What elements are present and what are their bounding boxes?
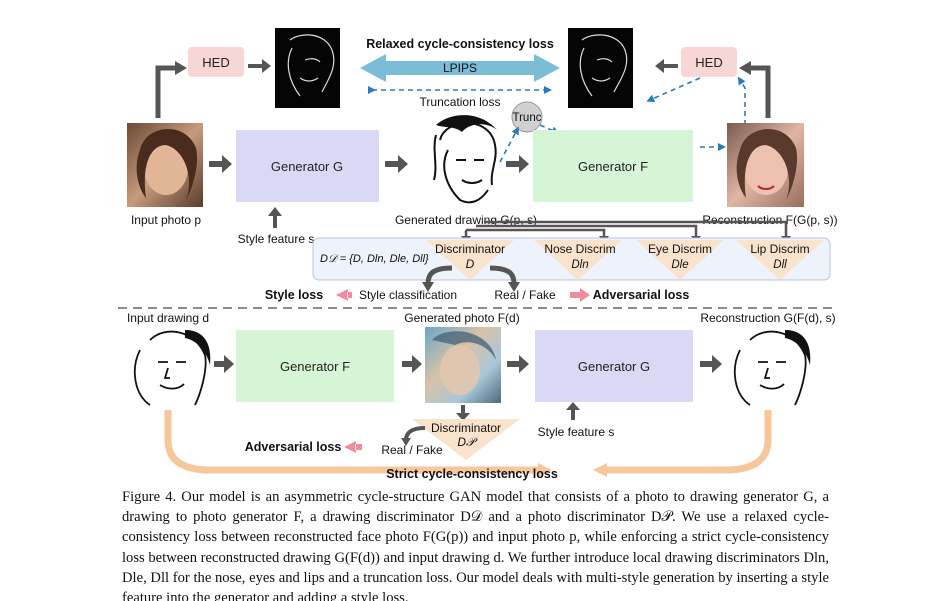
eye-discriminator-symbol: Dle xyxy=(671,259,688,271)
drawing-to-discrim-lines xyxy=(464,220,788,240)
photo-discriminator-shape xyxy=(412,419,520,460)
lip-discriminator-shape xyxy=(736,240,824,280)
lpips-arrow xyxy=(360,54,560,82)
real-fake-top-label: Real / Fake xyxy=(494,288,556,302)
main-discriminator-symbol: D xyxy=(466,257,475,271)
adversarial-loss-bottom-label: Adversarial loss xyxy=(245,440,342,454)
hed-right-label: HED xyxy=(695,55,722,70)
photo-to-hed-arrow xyxy=(155,65,176,118)
style-feature-bottom-label: Style feature s xyxy=(538,425,615,439)
generator-g-bottom-label: Generator G xyxy=(578,359,650,374)
hed-left-box xyxy=(188,47,244,77)
style-feature-top-arrow xyxy=(268,207,282,228)
real-fake-bottom-label: Real / Fake xyxy=(381,443,443,457)
generator-g-top-label: Generator G xyxy=(271,159,343,174)
reconstruction-photo-image xyxy=(727,123,804,207)
photo-to-genG-arrow xyxy=(507,355,529,373)
input-photo-label: Input photo p xyxy=(131,213,201,227)
input-photo-image xyxy=(127,123,203,207)
genG-to-recon-bottom-arrow xyxy=(700,355,722,373)
drawing-to-genF-bottom-arrow xyxy=(214,355,234,373)
genF-to-photo-arrow xyxy=(402,355,422,373)
strict-loss-label: Strict cycle-consistency loss xyxy=(386,467,558,481)
reconstruction-top-label: Reconstruction F(G(p, s)) xyxy=(702,213,837,227)
reconstruction-drawing-image xyxy=(726,326,811,406)
eye-discriminator-shape xyxy=(636,240,724,280)
hed-edge-image-right xyxy=(568,28,633,108)
recon-to-hed-dash xyxy=(737,76,746,125)
main-discriminator-title: Discriminator xyxy=(435,242,505,256)
generator-f-top-box xyxy=(533,130,693,202)
adversarial-loss-top-label: Adversarial loss xyxy=(593,288,690,302)
nose-discriminator-symbol: Dln xyxy=(571,259,588,271)
edge-to-hed-right-arrow xyxy=(655,59,678,73)
eye-discriminator-title: Eye Discrim xyxy=(648,242,712,256)
reconstruction-bottom-label: Reconstruction G(F(d), s) xyxy=(700,311,835,325)
main-discriminator-shape xyxy=(426,240,514,280)
lip-discriminator-title: Lip Discrim xyxy=(750,242,809,256)
generated-photo-label: Generated photo F(d) xyxy=(404,311,519,325)
trunc-to-drawing-dash xyxy=(499,126,519,163)
style-loss-label: Style loss xyxy=(265,288,323,302)
hed-to-edge-arrow xyxy=(248,59,271,73)
input-drawing-image xyxy=(126,326,211,406)
generator-f-bottom-label: Generator F xyxy=(280,359,350,374)
discriminator-set-formula: D𝒟 = {D, Dln, Dle, Dll} xyxy=(320,253,429,265)
photo-to-genG-arrow xyxy=(209,155,232,173)
hed-edge-image-left xyxy=(275,28,340,108)
generated-drawing-image xyxy=(427,115,497,207)
relaxed-loss-label: Relaxed cycle-consistency loss xyxy=(366,37,554,51)
trunc-node xyxy=(511,101,543,133)
style-loss-pink-arrow xyxy=(336,289,352,301)
generator-f-bottom-box xyxy=(236,330,394,402)
figure-caption: Figure 4. Our model is an asymmetric cyc… xyxy=(122,489,829,601)
style-classification-label: Style classification xyxy=(359,288,457,302)
adversarial-loss-pink-arrow xyxy=(570,288,590,302)
generator-f-top-label: Generator F xyxy=(578,159,648,174)
style-feature-top-label: Style feature s xyxy=(238,232,315,246)
drawing-to-genF-arrow xyxy=(506,155,529,173)
adversarial-loss-bottom-pink-arrow xyxy=(344,441,362,453)
strict-loop-right xyxy=(593,410,772,477)
generated-photo-image xyxy=(425,327,501,403)
trunc-label: Trunc xyxy=(513,112,542,124)
strict-loop-left xyxy=(164,410,552,477)
trunc-to-hed-dash xyxy=(539,124,560,135)
lpips-label: LPIPS xyxy=(443,61,477,75)
hed-right-box xyxy=(681,47,737,77)
photo-to-discrim-arrow xyxy=(456,405,470,421)
nose-discriminator-title: Nose Discrim xyxy=(544,242,615,256)
hed-left-label: HED xyxy=(202,55,229,70)
lip-discriminator-symbol: Dll xyxy=(773,259,787,271)
recon-to-hed-right-arrow xyxy=(750,65,771,118)
generator-g-bottom-box xyxy=(535,330,693,402)
style-feature-bottom-arrow xyxy=(566,402,580,420)
generated-drawing-label: Generated drawing G(p, s) xyxy=(395,213,537,227)
photo-discriminator-title: Discriminator xyxy=(431,421,501,435)
truncation-loss-label: Truncation loss xyxy=(420,95,501,109)
recon-to-lpips-dash xyxy=(646,77,701,103)
nose-discriminator-shape xyxy=(534,240,622,280)
genG-to-drawing-arrow xyxy=(385,155,408,173)
photo-discriminator-symbol: D𝒫 xyxy=(457,435,478,449)
input-drawing-label: Input drawing d xyxy=(127,311,209,325)
generator-g-top-box xyxy=(236,130,379,202)
